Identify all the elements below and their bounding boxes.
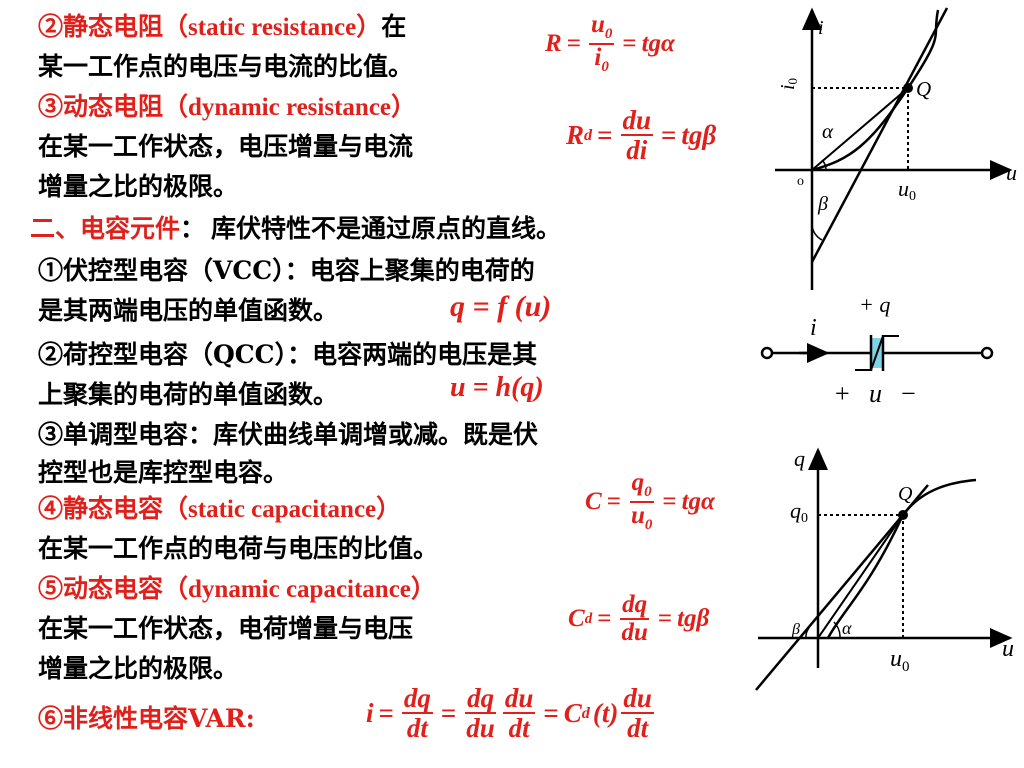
- capacitance-graph: q u Q q0 u0 α β: [755, 446, 1014, 691]
- formula-vcc: q = f (u): [450, 290, 552, 323]
- nonlinear-mark: [855, 335, 899, 371]
- beta-arc: [811, 225, 823, 241]
- u-axis-label-2: u: [1002, 636, 1014, 662]
- dynamic-capacitance-desc-2: 增量之比的极限。: [38, 654, 239, 683]
- capacitor-heading: 二、电容元件: [30, 214, 181, 243]
- alpha-arc-2: [833, 621, 841, 639]
- right-terminal: [980, 346, 994, 360]
- plus-q-label: + q: [859, 292, 890, 317]
- q-point-2: [898, 510, 908, 520]
- characteristic-curve-2: [826, 478, 977, 639]
- i0-label: i0: [777, 78, 800, 90]
- left-terminal: [760, 346, 774, 360]
- dynamic-capacitance-desc-1: 在某一工作状态，电荷增量与电压: [38, 614, 414, 643]
- mono-line-2: 控型也是库控型电容。: [38, 458, 289, 487]
- mono-line-1: ③单调型电容：库伏曲线单调增或减。既是伏: [38, 420, 539, 449]
- i-label: i: [810, 315, 817, 341]
- beta-arc-2: [805, 627, 810, 639]
- vcc-line-2: 是其两端电压的单值函数。: [38, 296, 339, 325]
- capacitor-symbol: i + q + u −: [760, 292, 994, 408]
- q-axis-label: q: [794, 446, 805, 471]
- static-capacitance-title: ④静态电容（static capacitance）: [38, 494, 402, 523]
- u0-label: u0: [898, 176, 916, 204]
- var-title: ⑥非线性电容VAR:: [38, 704, 255, 733]
- u-label: u: [869, 379, 882, 408]
- origin-label: o: [797, 174, 804, 189]
- qcc-line-2: 上聚集的电荷的单值函数。: [38, 380, 339, 409]
- static-capacitance-desc: 在某一工作点的电荷与电压的比值。: [38, 534, 439, 563]
- dynamic-resistance-title: ③动态电阻（dynamic resistance）: [38, 92, 417, 121]
- capacitor-desc: 库伏特性不是通过原点的直线。: [211, 214, 562, 243]
- capacitor-heading-line: 二、电容元件：库伏特性不是通过原点的直线。: [30, 214, 562, 243]
- u-axis-label: u: [1006, 160, 1017, 185]
- dynamic-capacitance-title: ⑤动态电容（dynamic capacitance）: [38, 574, 436, 603]
- qcc-line-1: ②荷控型电容（QCC）：电容两端的电压是其: [38, 340, 538, 369]
- minus-label: −: [901, 379, 916, 408]
- alpha-arc: [821, 159, 827, 171]
- q-point-label: Q: [898, 483, 913, 505]
- static-resistance-title: ②静态电阻（static resistance）在: [38, 12, 406, 43]
- resistance-graph: i u Q α β o u0 i0: [775, 7, 1017, 290]
- static-resistance-tail: 在: [381, 12, 407, 41]
- static-resistance-heading: ②静态电阻（static resistance）: [38, 12, 382, 41]
- formula-qcc: u = h(q): [450, 372, 544, 403]
- q-point: [903, 83, 913, 93]
- dynamic-resistance-desc-2: 增量之比的极限。: [38, 172, 239, 201]
- alpha-label-2: α: [842, 618, 852, 638]
- static-line: [811, 87, 909, 171]
- beta-label: β: [817, 193, 828, 215]
- q-label: Q: [916, 77, 931, 101]
- vcc-line-1: ①伏控型电容（VCC）：电容上聚集的电荷的: [38, 256, 535, 285]
- static-line-2: [817, 514, 904, 639]
- plus-label: +: [835, 379, 850, 408]
- alpha-label: α: [822, 119, 834, 143]
- svg-text:i0: i0: [777, 78, 800, 90]
- beta-label-2: β: [791, 621, 800, 638]
- static-resistance-desc: 某一工作点的电压与电流的比值。: [38, 52, 414, 81]
- dynamic-resistance-desc-1: 在某一工作状态，电压增量与电流: [38, 132, 414, 161]
- i-axis-label: i: [818, 17, 824, 39]
- tangent-line: [810, 7, 949, 263]
- u0-label-2: u0: [890, 646, 910, 675]
- q0-label: q0: [790, 498, 808, 526]
